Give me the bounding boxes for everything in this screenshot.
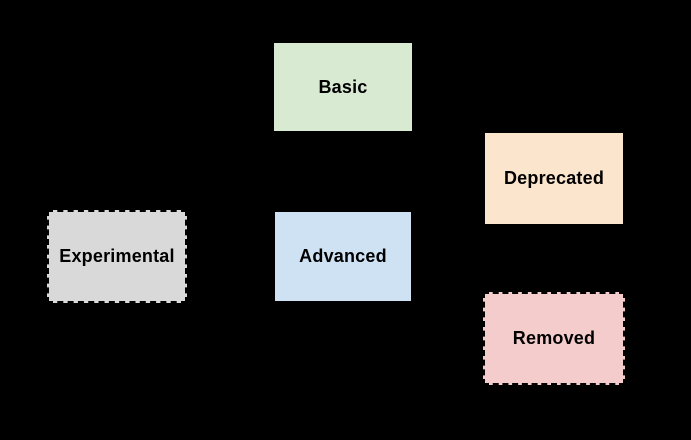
node-removed-label: Removed: [512, 328, 596, 348]
node-experimental-label: Experimental: [59, 246, 175, 266]
node-deprecated: Deprecated: [483, 131, 625, 226]
node-removed: Removed: [483, 292, 625, 385]
node-advanced-label: Advanced: [299, 246, 387, 266]
node-basic: Basic: [272, 41, 414, 133]
node-basic-label: Basic: [318, 76, 368, 97]
node-experimental: Experimental: [47, 210, 187, 303]
node-advanced: Advanced: [273, 210, 413, 303]
node-deprecated-label: Deprecated: [503, 168, 605, 188]
